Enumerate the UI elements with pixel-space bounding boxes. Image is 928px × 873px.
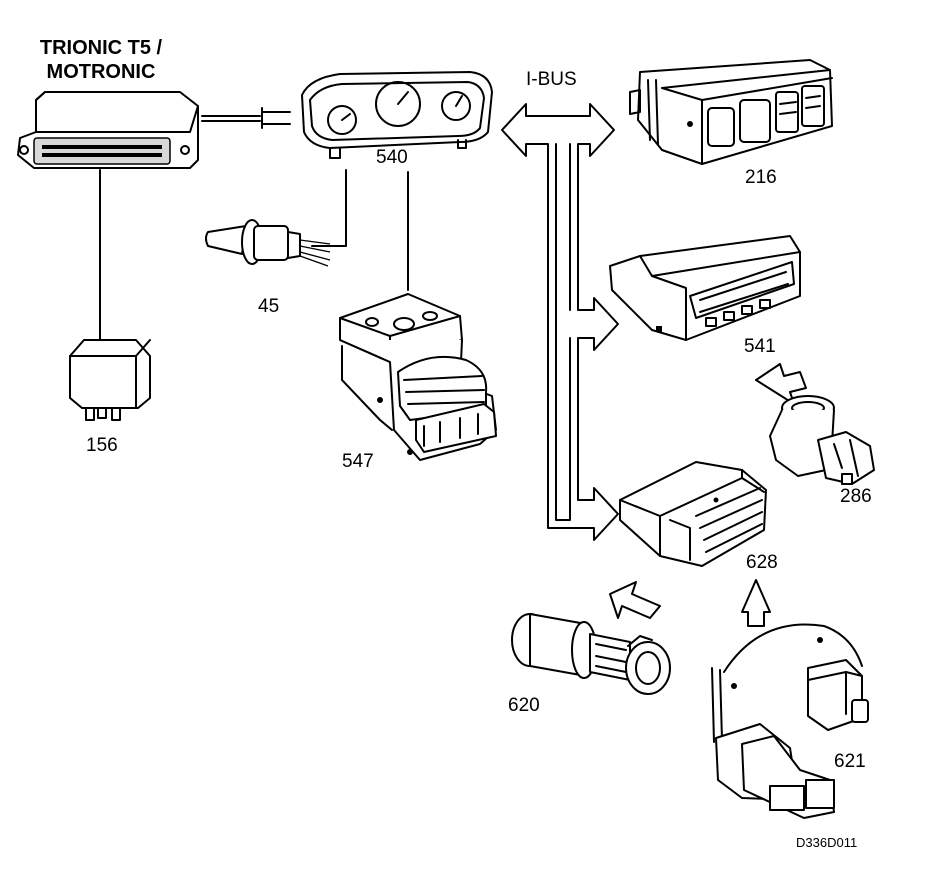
lock-cylinder-arrow-icon [609, 581, 661, 619]
label-620: 620 [508, 695, 540, 716]
label-45: 45 [258, 296, 280, 317]
i-bus-arrow-icon [501, 103, 619, 541]
switch-arrow-icon [741, 579, 771, 627]
label-541: 541 [744, 336, 776, 357]
relay-icon [69, 339, 151, 421]
lock-cylinder-icon [511, 613, 671, 695]
ecu-title-line2: MOTRONIC [46, 61, 156, 83]
abs-unit-icon [339, 293, 497, 461]
information-display-icon [609, 235, 801, 341]
label-628: 628 [746, 552, 778, 573]
cluster-sensor-wire [311, 169, 347, 247]
ecu-module-icon [17, 91, 199, 169]
label-216: 216 [745, 167, 777, 188]
temperature-sensor-icon [205, 219, 331, 267]
instrument-cluster-icon [301, 71, 493, 159]
switch-bracket-icon [711, 623, 869, 819]
label-156: 156 [86, 435, 118, 456]
label-547: 547 [342, 451, 374, 472]
ecu-cluster-connector [201, 107, 291, 129]
label-621: 621 [834, 751, 866, 772]
ecu-title-line1: TRIONIC T5 / [39, 37, 163, 59]
figure-code: D336D011 [796, 835, 858, 850]
i-bus-label: I-BUS [526, 69, 577, 90]
label-286: 286 [840, 486, 872, 507]
label-540: 540 [376, 147, 408, 168]
ignition-switch-icon [769, 395, 875, 485]
control-module-icon [619, 461, 767, 567]
climate-control-panel-icon [629, 59, 833, 165]
